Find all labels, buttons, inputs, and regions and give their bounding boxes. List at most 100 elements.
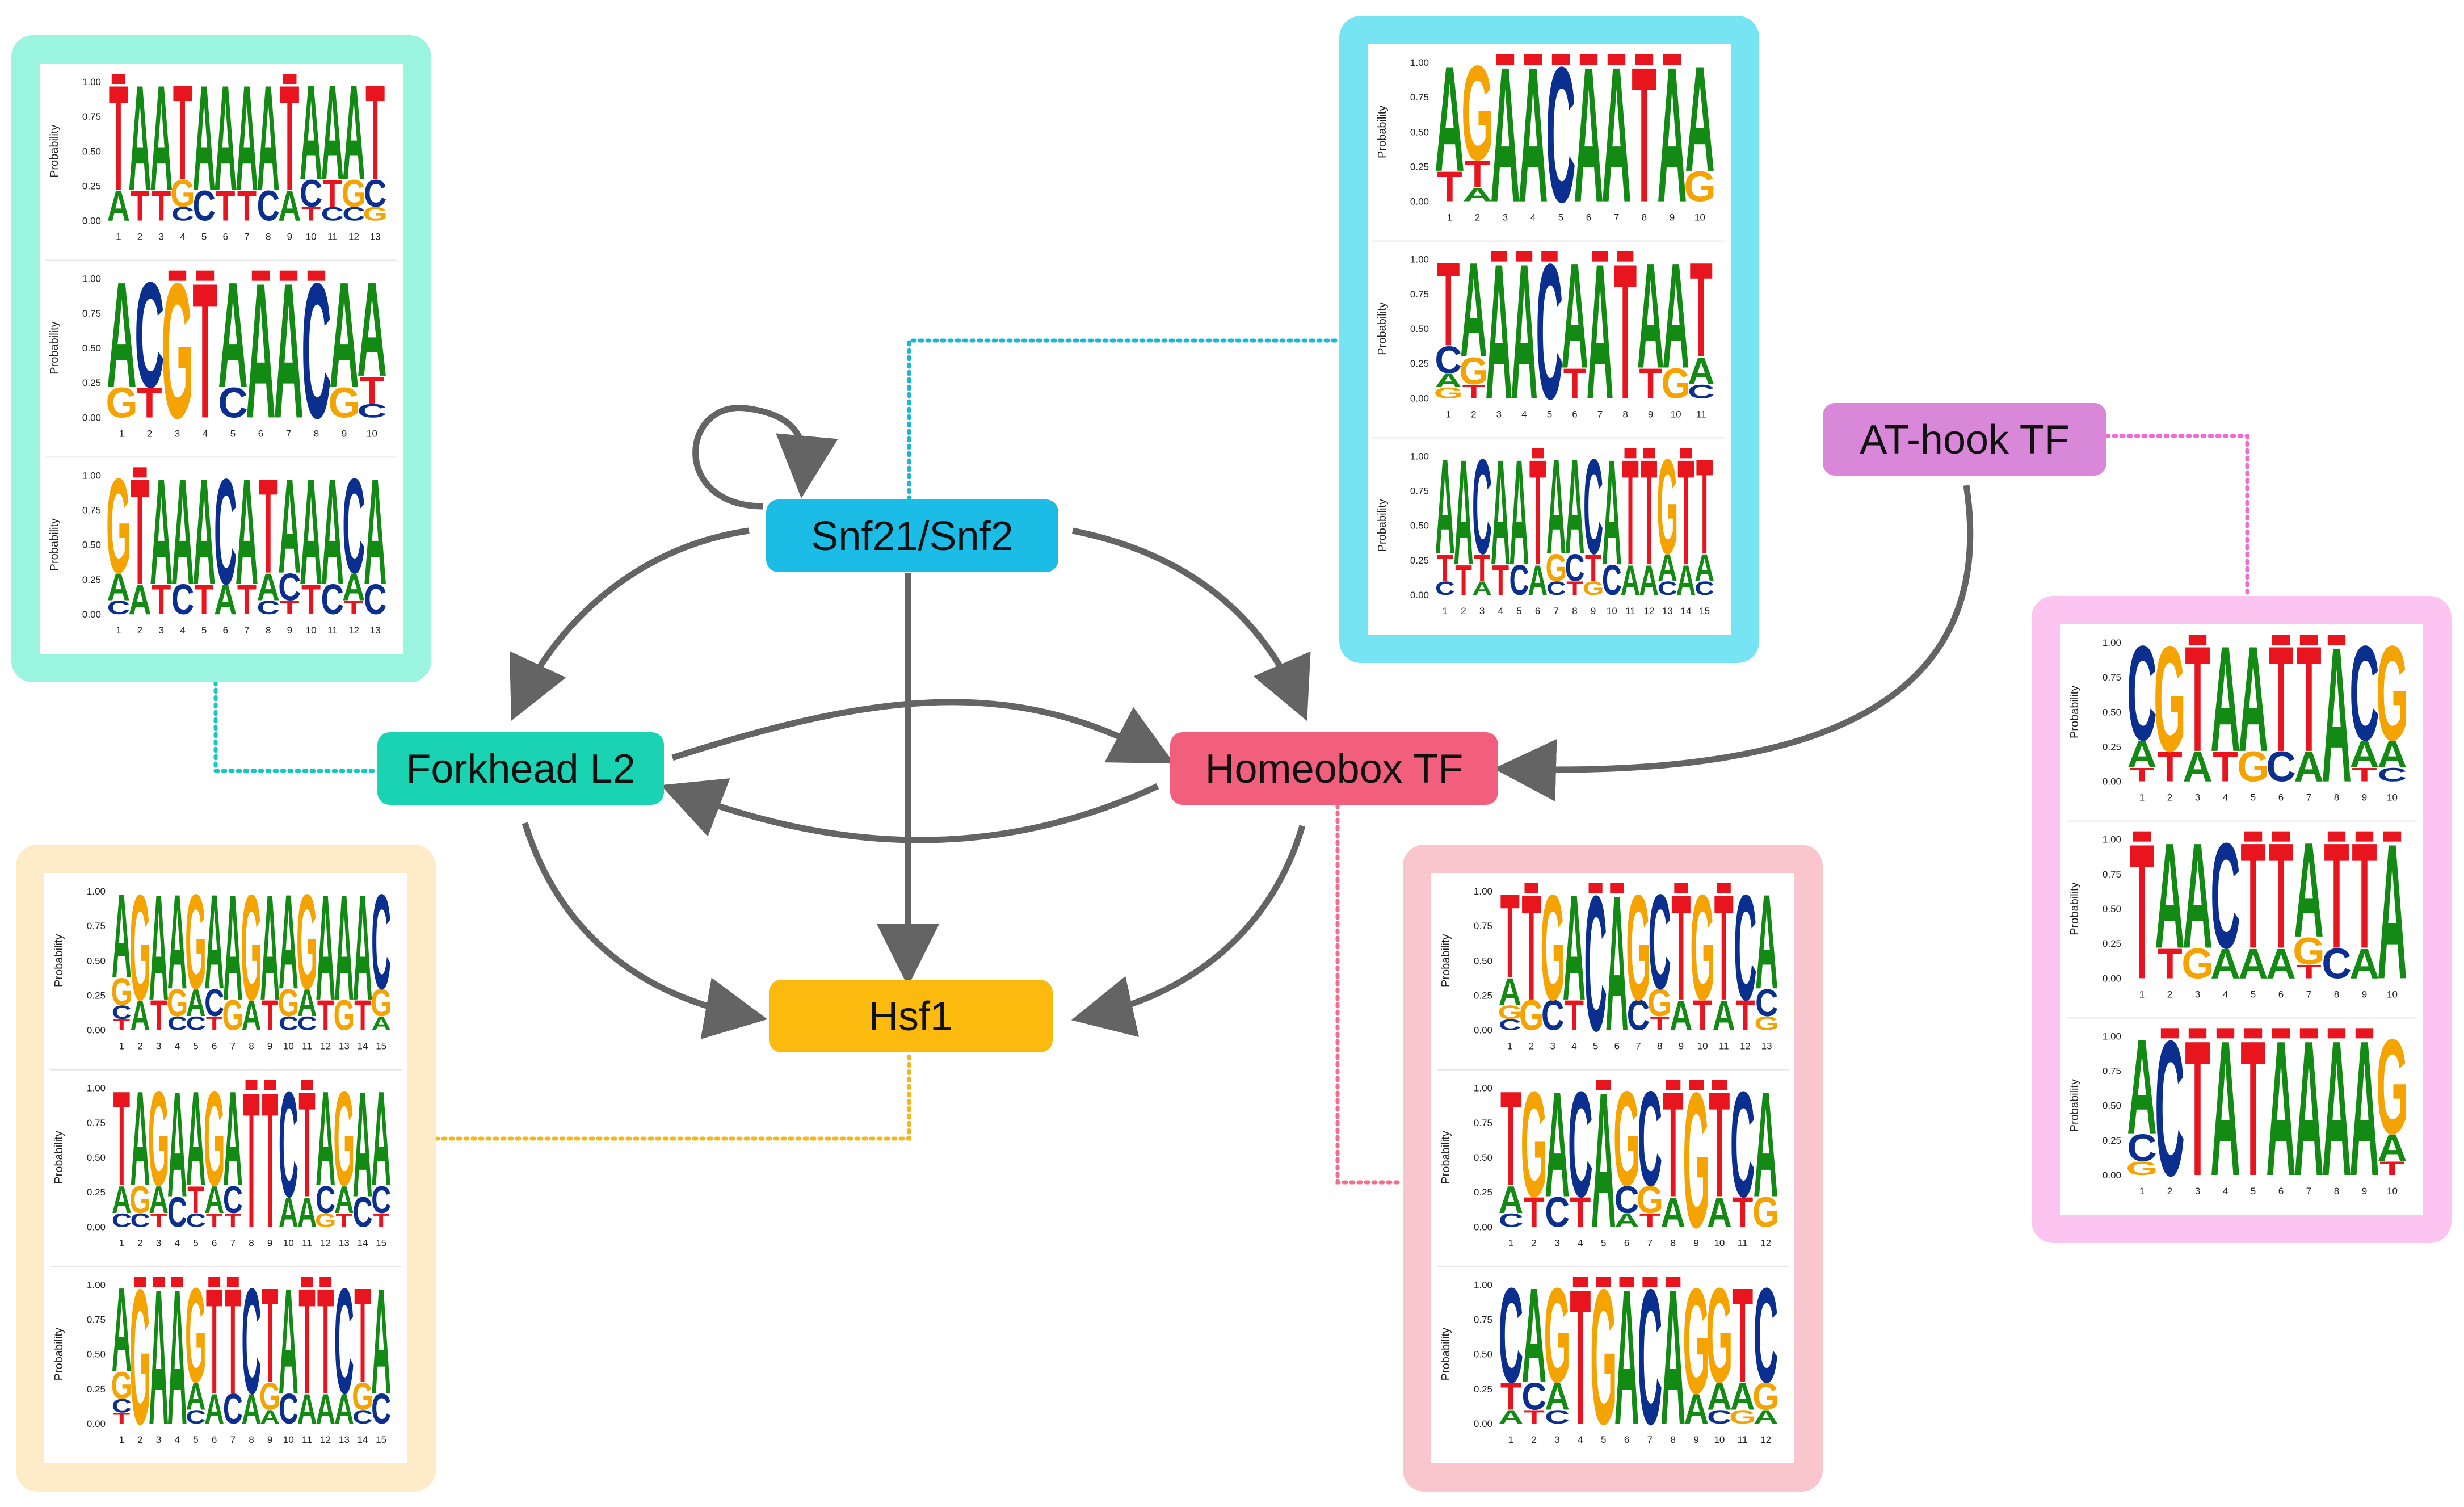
- node-label: Hsf1: [869, 994, 953, 1039]
- x-tick-label: 12: [1760, 1434, 1771, 1445]
- sequence-logo: Probability0.000.250.500.751.00CAT1CGA2T…: [50, 1053, 402, 1268]
- logo-letter-A: A: [1707, 1375, 1732, 1418]
- logo-letter-T: T: [187, 1178, 204, 1221]
- logo-letter-C: C: [334, 1258, 354, 1425]
- logo-letter-T: T: [259, 451, 278, 602]
- motif-panel-homeobox: Probability0.000.250.500.751.00CGAT1GT2C…: [1403, 845, 1823, 1492]
- logo-letter-C: C: [1688, 381, 1715, 402]
- logo-letter-T: T: [137, 379, 162, 426]
- x-tick-label: 5: [1601, 1237, 1606, 1248]
- logo-letter-A: A: [297, 981, 317, 1025]
- logo-letter-A: A: [279, 867, 298, 1018]
- logo-letter-A: A: [334, 864, 354, 1032]
- x-tick-label: 7: [286, 428, 291, 439]
- logo-letter-T: T: [262, 992, 279, 1039]
- logo-letter-T: T: [2379, 1158, 2405, 1179]
- x-tick-label: 6: [2278, 989, 2284, 1000]
- x-tick-label: 1: [1443, 606, 1448, 616]
- saturation-marker: [1712, 1080, 1727, 1090]
- y-tick-label: 0.75: [82, 505, 101, 516]
- logo-letter-T: T: [2157, 939, 2182, 987]
- logo-letter-G: G: [166, 981, 188, 1025]
- saturation-marker: [251, 270, 270, 281]
- saturation-marker: [1635, 54, 1654, 65]
- logo-letter-A: A: [1620, 557, 1640, 605]
- y-tick-label: 0.25: [82, 377, 101, 388]
- y-tick-label: 0.75: [1410, 486, 1429, 497]
- connector-homeobox: [1335, 803, 1405, 1185]
- logo-letter-A: A: [278, 451, 301, 602]
- x-tick-label: 11: [1738, 1237, 1748, 1248]
- x-tick-label: 3: [156, 1434, 161, 1445]
- x-tick-label: 2: [1532, 1237, 1537, 1248]
- logo-letter-A: A: [1688, 350, 1715, 393]
- x-tick-label: 2: [137, 232, 142, 242]
- logo-letter-A: A: [107, 182, 130, 230]
- y-tick-label: 0.00: [1410, 393, 1429, 404]
- logo-letter-C: C: [1583, 432, 1603, 582]
- logo-letter-A: A: [352, 864, 372, 1032]
- logo-letter-G: G: [371, 981, 392, 1025]
- logo-letter-A: A: [1545, 1375, 1570, 1418]
- y-tick-label: 0.00: [1474, 1221, 1492, 1232]
- logo-letter-G: G: [277, 981, 299, 1025]
- x-tick-label: 1: [1507, 1041, 1512, 1052]
- logo-letter-C: C: [1754, 1260, 1778, 1411]
- logo-letter-C: C: [279, 1061, 298, 1229]
- logo-letter-A: A: [278, 182, 301, 230]
- logo-letter-A: A: [1639, 557, 1659, 605]
- connector-forkhead: [213, 680, 380, 773]
- node-box: [766, 499, 1058, 572]
- y-tick-label: 0.75: [1474, 1315, 1492, 1325]
- logo-letter-A: A: [1499, 1407, 1524, 1428]
- logo-letter-C: C: [257, 182, 279, 230]
- sequence-logo: Probability0.000.250.500.751.00CTA1TA2AT…: [1373, 429, 1725, 616]
- logo-letter-A: A: [167, 867, 187, 1018]
- logo-letter-A: A: [204, 867, 224, 1018]
- logo-letter-C: C: [186, 1406, 205, 1428]
- logo-letter-C: C: [1545, 1189, 1570, 1236]
- logo-letter-C: C: [1648, 867, 1671, 1018]
- y-tick-label: 1.00: [82, 274, 101, 284]
- x-tick-label: 1: [2139, 989, 2145, 1000]
- logo-letter-C: C: [186, 1209, 205, 1231]
- x-tick-label: 5: [2251, 989, 2256, 1000]
- x-tick-label: 7: [244, 232, 249, 242]
- logo-letter-T: T: [1693, 992, 1712, 1039]
- logo-letter-T: T: [301, 576, 321, 623]
- logo-letter-A: A: [1472, 577, 1492, 599]
- x-tick-label: 5: [1593, 1041, 1598, 1052]
- logo-letter-G: G: [129, 864, 151, 1032]
- y-tick-label: 0.75: [2103, 1066, 2121, 1077]
- logo-letter-A: A: [1754, 1407, 1778, 1428]
- x-tick-label: 3: [1554, 1237, 1559, 1248]
- x-tick-label: 7: [1614, 212, 1619, 223]
- node-homeo: Homeobox TF: [1170, 732, 1498, 805]
- logo-letter-T: T: [206, 1209, 223, 1231]
- logo-letter-T: T: [150, 1209, 167, 1231]
- logo-letter-C: C: [321, 203, 344, 225]
- y-tick-label: 0.50: [1474, 1152, 1492, 1163]
- saturation-marker: [301, 1080, 313, 1090]
- logo-letter-G: G: [333, 992, 355, 1039]
- logo-letter-C: C: [279, 1013, 298, 1034]
- logo-letter-A: A: [321, 448, 344, 616]
- x-tick-label: 1: [119, 1237, 124, 1248]
- logo-letter-C: C: [223, 1178, 243, 1221]
- logo-letter-A: A: [334, 1178, 354, 1221]
- logo-letter-A: A: [1565, 432, 1584, 582]
- x-tick-label: 8: [2334, 989, 2339, 1000]
- logo-letter-T: T: [1524, 1407, 1545, 1428]
- logo-letter-T: T: [1500, 868, 1520, 1002]
- logo-letter-G: G: [315, 1209, 337, 1231]
- saturation-marker: [1617, 251, 1634, 262]
- logo-letter-A: A: [128, 54, 151, 222]
- x-tick-label: 4: [2223, 792, 2228, 803]
- logo-letter-G: G: [1637, 1178, 1663, 1221]
- saturation-marker: [2272, 1028, 2290, 1039]
- logo-letter-C: C: [1602, 557, 1622, 605]
- x-tick-label: 10: [1694, 212, 1705, 223]
